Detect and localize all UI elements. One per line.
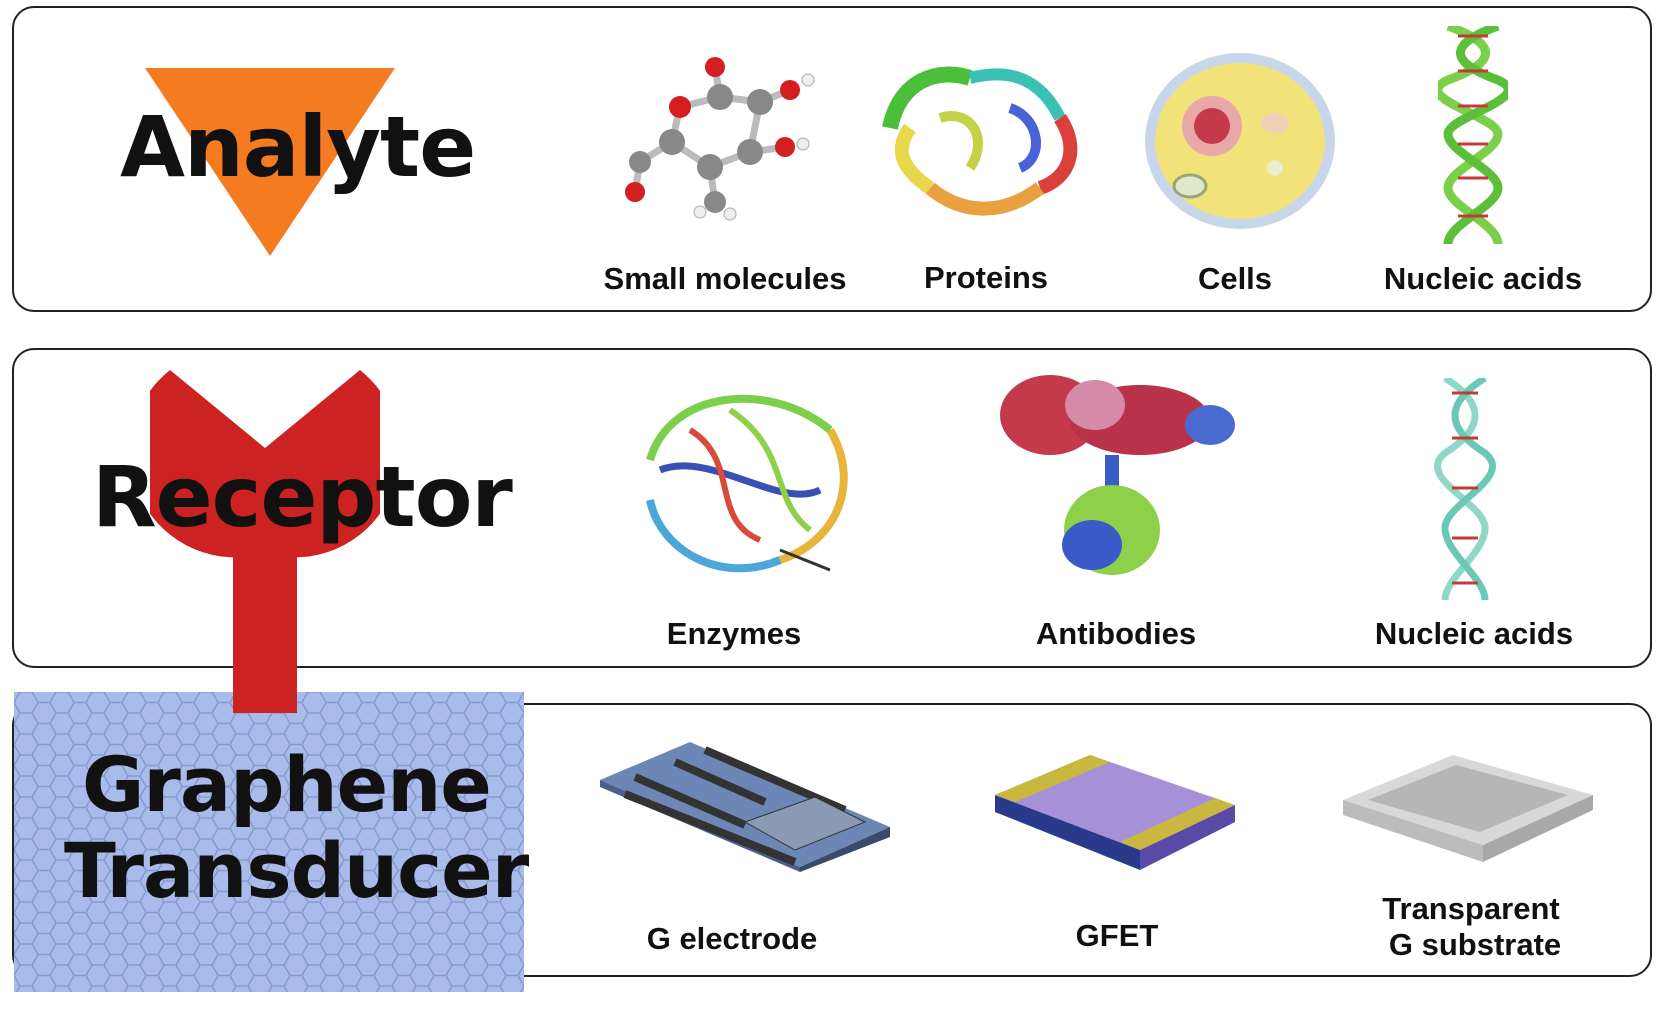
- label-g-electrode: G electrode: [646, 921, 818, 956]
- receptor-title: Receptor: [92, 448, 513, 546]
- protein-ribbon-icon: [882, 66, 1078, 216]
- label-small-molecules: Small molecules: [603, 261, 847, 296]
- enzyme-icon: [646, 394, 848, 573]
- analyte-triangle: [145, 68, 395, 256]
- antibody-icon: [1000, 375, 1235, 575]
- label-gfet: GFET: [1075, 918, 1159, 953]
- receptor-y-shape: [150, 370, 380, 713]
- label-nucleic-acids-analyte: Nucleic acids: [1383, 261, 1583, 296]
- nucleic-acid-receptor-icon: [1434, 378, 1496, 601]
- label-cells: Cells: [1197, 261, 1273, 296]
- label-enzymes: Enzymes: [666, 616, 802, 651]
- label-proteins: Proteins: [923, 260, 1049, 295]
- graphene-electrode-icon: [600, 742, 890, 872]
- gfet-icon: [995, 755, 1235, 870]
- label-transparent: Transparent: [1382, 891, 1560, 926]
- graphene-lattice-block: [14, 692, 524, 992]
- dna-helix-icon: [1438, 26, 1508, 245]
- transparent-substrate-icon: [1343, 755, 1593, 862]
- label-antibodies: Antibodies: [1035, 616, 1197, 651]
- label-g-substrate: G substrate: [1388, 927, 1562, 962]
- transducer-title-line2: Transducer: [64, 826, 529, 915]
- transducer-title-line1: Graphene: [82, 740, 492, 829]
- analyte-title: Analyte: [120, 98, 476, 196]
- label-nucleic-acids-receptor: Nucleic acids: [1374, 616, 1574, 651]
- cell-icon: [1145, 53, 1335, 229]
- small-molecule-icon: [625, 57, 815, 221]
